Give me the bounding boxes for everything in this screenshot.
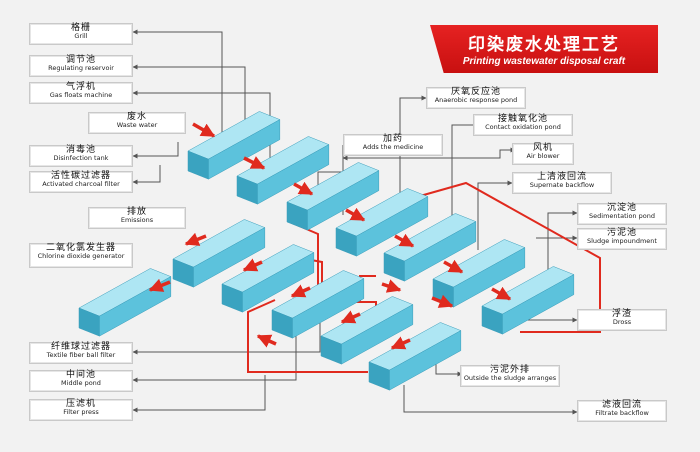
- arrow-6: [491, 286, 512, 301]
- connector-lines: [132, 29, 578, 415]
- arrow-4: [394, 233, 415, 248]
- arrow-8: [290, 284, 311, 298]
- tank-sludge: [481, 266, 575, 335]
- tank-disinfection: [172, 219, 266, 288]
- title-en: Printing wastewater disposal craft: [462, 56, 626, 67]
- tank-textile-filter: [271, 270, 365, 339]
- arrow-13: [381, 279, 402, 293]
- arrow-2: [293, 181, 314, 196]
- tank-sedimentation-1: [383, 213, 477, 282]
- tank-filter-press: [368, 322, 462, 391]
- arrow-9: [340, 310, 361, 324]
- tank-anaerobic: [286, 162, 380, 231]
- title-cn: 印染废水处理工艺: [468, 35, 620, 55]
- tank-sedimentation-2: [432, 239, 526, 308]
- arrow-7: [242, 258, 263, 272]
- arrow-waste-in: [192, 122, 216, 138]
- arrow-1: [243, 156, 266, 170]
- tank-regulating: [187, 111, 281, 180]
- arrow-5: [443, 259, 464, 274]
- arrow-12: [431, 294, 454, 308]
- title-banner: 印染废水处理工艺 Printing wastewater disposal cr…: [430, 25, 658, 73]
- arrow-11: [148, 278, 171, 292]
- arrow-emission: [184, 232, 207, 246]
- tank-middle-pond: [320, 296, 414, 365]
- tank-gas-float: [236, 136, 330, 205]
- arrow-3: [345, 207, 366, 222]
- tank-emission: [78, 268, 172, 337]
- arrow-10: [390, 336, 411, 350]
- treatment-tanks: [78, 111, 575, 391]
- flow-arrows: [148, 122, 512, 350]
- tank-contact-oxidation: [335, 188, 429, 257]
- tank-charcoal: [221, 244, 315, 313]
- arrow-sludge: [256, 334, 277, 348]
